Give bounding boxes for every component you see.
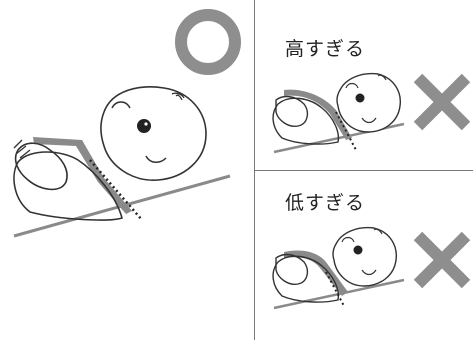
baby-eye-low	[354, 246, 363, 255]
baby-arm-high	[276, 97, 307, 127]
cross-mark-high	[418, 78, 466, 126]
baby-head	[101, 87, 206, 180]
cross-mark-low	[418, 236, 466, 284]
too-low-illustration	[273, 228, 466, 308]
baby-eye-high	[356, 94, 365, 103]
baby-arm-low	[276, 255, 307, 285]
correct-illustration	[14, 15, 235, 236]
baby-head-high	[337, 74, 400, 132]
too-high-illustration	[273, 74, 466, 152]
correct-circle-mark	[181, 15, 235, 69]
baby-arm	[16, 143, 67, 189]
baby-eye	[137, 119, 151, 133]
baby-head-low	[333, 228, 396, 286]
